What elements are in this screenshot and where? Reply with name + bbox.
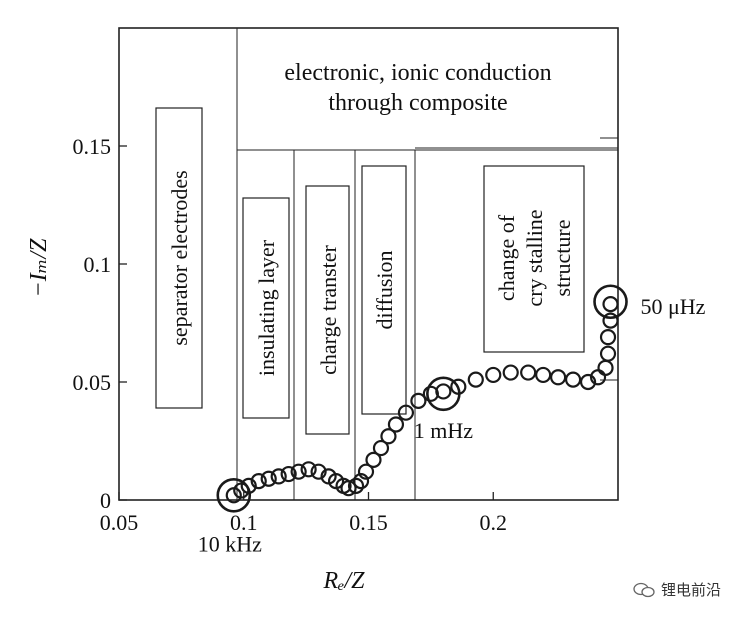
x-tick-label: 0.1 xyxy=(230,510,258,535)
highlight-points: 10 kHz 1 mHz 50 μHz xyxy=(198,284,706,556)
watermark: 锂电前沿 xyxy=(633,579,721,600)
frequency-label: 1 mHz xyxy=(414,418,474,443)
data-point xyxy=(467,371,484,388)
annotation-box-charge xyxy=(305,185,350,435)
data-point xyxy=(564,371,582,388)
watermark-text: 锂电前沿 xyxy=(660,581,721,599)
y-tick-label: 0 xyxy=(100,488,111,513)
highlight-circle xyxy=(593,284,628,320)
highlight-circle xyxy=(216,477,252,513)
annotation-top-line2: through composite xyxy=(328,90,507,116)
data-point xyxy=(340,480,357,497)
data-point xyxy=(397,404,415,421)
x-tick-label: 0.05 xyxy=(100,510,139,535)
data-point xyxy=(280,465,297,483)
x-axis-title: Rₑ/Z xyxy=(323,568,366,594)
data-point xyxy=(290,463,307,480)
data-point xyxy=(602,312,619,329)
data-point xyxy=(347,477,365,494)
data-point xyxy=(602,296,619,313)
annotation-box-separator xyxy=(155,107,203,409)
wechat-icon xyxy=(633,582,655,597)
annotation-top-line1: electronic, ionic conduction xyxy=(284,60,551,86)
data-point xyxy=(502,364,519,381)
data-point xyxy=(365,451,382,468)
x-tick-label: 0.2 xyxy=(480,510,508,535)
x-tick-label: 0.15 xyxy=(349,510,388,535)
annotation-crystal-line2: cry stalline xyxy=(522,209,547,306)
data-point xyxy=(250,473,267,490)
y-tick-label: 0.05 xyxy=(73,370,112,395)
highlight-circle xyxy=(426,376,461,412)
y-tick-label: 0.1 xyxy=(84,252,112,277)
y-axis-title: −Iₘ/Z xyxy=(26,238,52,298)
data-point xyxy=(410,392,427,409)
data-point xyxy=(260,470,277,487)
annotation-insulating: insulating layer xyxy=(254,239,279,376)
data-point xyxy=(599,345,617,362)
annotation-crystal-line3: structure xyxy=(550,220,575,297)
data-series xyxy=(225,296,619,504)
data-point xyxy=(310,463,327,480)
annotation-diffusion: diffusion xyxy=(372,250,397,329)
data-point xyxy=(352,473,370,490)
annotation-box-insulating xyxy=(242,197,290,419)
data-point xyxy=(599,329,617,346)
data-point xyxy=(372,439,390,457)
annotation-crystal-line1: change of xyxy=(494,214,519,301)
data-point xyxy=(380,428,397,445)
frequency-label: 10 kHz xyxy=(198,531,262,556)
annotation-separator: separator electrodes xyxy=(167,170,192,345)
data-point xyxy=(270,468,287,485)
frequency-label: 50 μHz xyxy=(641,294,706,319)
data-point xyxy=(535,366,552,384)
data-point xyxy=(387,416,405,433)
data-point xyxy=(357,463,375,480)
data-point xyxy=(597,359,614,376)
data-point xyxy=(435,383,452,400)
annotation-charge: charge transter xyxy=(316,244,341,374)
data-point xyxy=(300,461,317,478)
y-tick-label: 0.15 xyxy=(73,134,112,159)
data-point xyxy=(485,366,502,384)
annotation-box-crystal xyxy=(483,165,585,353)
data-point xyxy=(579,373,597,391)
data-point xyxy=(520,364,537,381)
annotation-box-diffusion xyxy=(361,165,407,415)
data-point xyxy=(550,369,567,386)
